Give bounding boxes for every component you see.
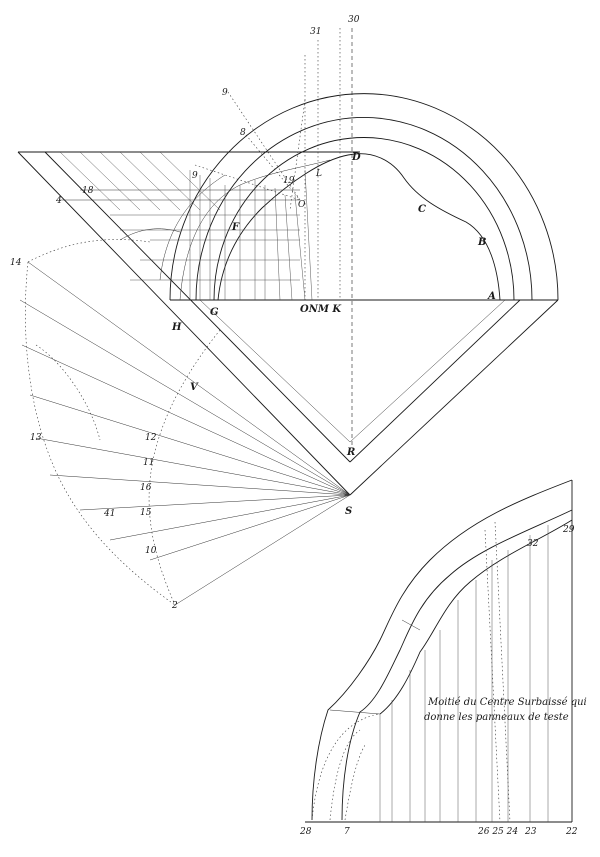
num-7: 7	[344, 827, 350, 837]
wedge-lines	[17, 151, 559, 496]
caption: Moitié du Centre Surbaissé qui donne les…	[424, 697, 587, 723]
central-axis	[304, 28, 353, 445]
num-14: 14	[10, 258, 22, 268]
label-R: R	[346, 447, 355, 458]
label-G: G	[210, 307, 219, 318]
num-22: 22	[565, 827, 578, 837]
num-10: 10	[145, 546, 157, 556]
num-32: 32	[527, 539, 539, 549]
hatched-region	[59, 151, 313, 301]
baselines	[18, 151, 558, 301]
num-8: 8	[240, 128, 246, 138]
lower-hatching	[379, 521, 549, 823]
inner-arches	[119, 159, 331, 301]
num-12: 12	[145, 433, 157, 443]
radial-dotted-lines	[194, 91, 306, 211]
lower-profile-figure	[305, 479, 573, 823]
profile-curve-DCBA	[217, 153, 501, 301]
label-L: L	[315, 169, 322, 179]
num-31: 31	[310, 27, 321, 37]
num-29: 29	[562, 525, 575, 535]
num-9: 9	[222, 88, 228, 98]
label-A: A	[487, 291, 496, 302]
num-4: 4	[55, 196, 62, 206]
label-B: B	[477, 237, 486, 248]
num-16: 16	[140, 483, 152, 493]
label-S: S	[345, 506, 352, 517]
label-F: F	[231, 222, 240, 233]
bottom-numbers: 28 7 26 25 24 23 22 29 32	[299, 525, 578, 837]
label-C: C	[418, 204, 426, 215]
num-41: 41	[103, 509, 115, 519]
num-28: 28	[299, 827, 312, 837]
num-2: 2	[171, 601, 178, 611]
upper-labels: D C B A F G H R S V L O ONM K	[171, 152, 496, 517]
num-11: 11	[143, 458, 154, 468]
num-13: 13	[30, 433, 42, 443]
label-O: O	[298, 200, 306, 210]
label-H: H	[171, 322, 182, 333]
num-18: 18	[82, 186, 94, 196]
caption-line-2: donne les panneaux de teste	[424, 712, 569, 723]
ray-fan	[19, 261, 351, 606]
num-30: 30	[348, 15, 360, 25]
num-15: 15	[140, 508, 152, 518]
num-26-25-24: 26 25 24	[477, 827, 518, 837]
side-numbers: 14 13 12 11 10 2 30 31 4 8 9 41 16 15 19…	[10, 15, 360, 611]
fan-arcs	[25, 239, 221, 606]
num-23: 23	[524, 827, 537, 837]
num-19: 19	[283, 176, 295, 186]
caption-line-1: Moitié du Centre Surbaissé qui	[427, 697, 587, 708]
label-V: V	[190, 382, 199, 393]
outer-arch-rings	[169, 93, 559, 301]
num-9b: 9	[192, 171, 198, 181]
label-D: D	[351, 152, 361, 163]
label-ONMK: ONM K	[300, 304, 342, 315]
